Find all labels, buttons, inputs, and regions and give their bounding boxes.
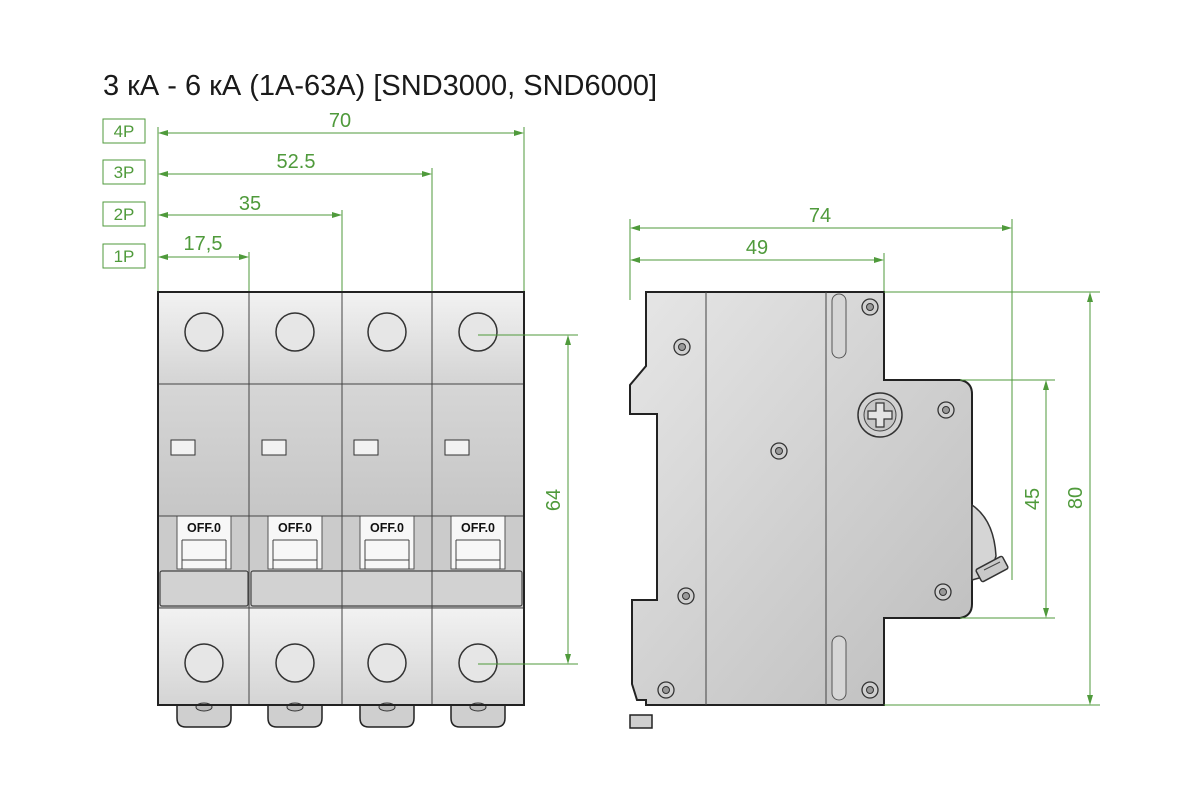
terminal-screw-top-icon: [367, 312, 407, 352]
terminal-screw-bottom-icon: [184, 643, 224, 683]
pole-label-3p: 3P: [114, 163, 135, 182]
side-width-dimensions: 74 49: [629, 205, 1013, 580]
front-width-dimensions: 70 52.5 35 17,5: [157, 110, 525, 292]
dim-width-4p: 70: [329, 110, 351, 132]
din-clip: [629, 714, 653, 729]
terminal-screw-bottom-icon: [367, 643, 407, 683]
side-slot-bottom: [831, 635, 847, 701]
dim-side-partial: 49: [746, 237, 768, 259]
pole-label-1p: 1P: [114, 247, 135, 266]
indicator-window: [444, 439, 470, 456]
toggle-handle-ganged: [250, 570, 523, 607]
terminal-screw-top-icon: [458, 312, 498, 352]
indicator-window: [170, 439, 196, 456]
pole-4: OFF.0: [444, 312, 506, 728]
front-height-dimension: 64: [478, 334, 578, 665]
pole-3: OFF.0: [353, 312, 415, 728]
rivet-icon: [657, 681, 675, 699]
rivet-icon: [770, 442, 788, 460]
dim-side-overall: 74: [809, 205, 831, 227]
side-height-dimensions: 80 45: [884, 291, 1100, 706]
rivet-icon: [861, 298, 879, 316]
side-view-breaker: [629, 291, 1009, 729]
pole-label-4p: 4P: [114, 122, 135, 141]
pole-1: OFF.0: [170, 312, 232, 728]
indicator-window: [261, 439, 287, 456]
terminal-screw-bottom-icon: [458, 643, 498, 683]
dim-height-64: 64: [543, 489, 565, 511]
rivet-icon: [934, 583, 952, 601]
front-view-breaker: OFF.0 OFF.0 OFF.0: [157, 291, 525, 728]
indicator-window: [353, 439, 379, 456]
switch-label-pole-4: OFF.0: [461, 521, 495, 535]
phillips-screw-icon: [857, 392, 903, 438]
rivet-icon: [861, 681, 879, 699]
pole-labels: 4P 3P 2P 1P: [102, 118, 146, 269]
terminal-screw-top-icon: [184, 312, 224, 352]
switch-label-pole-3: OFF.0: [370, 521, 404, 535]
rivet-icon: [677, 587, 695, 605]
dim-width-2p: 35: [239, 193, 261, 215]
dim-width-3p: 52.5: [277, 151, 316, 173]
dim-side-height-inner: 45: [1022, 488, 1044, 510]
pole-2: OFF.0: [261, 312, 323, 728]
pole-label-2p: 2P: [114, 205, 135, 224]
toggle-lever-side: [971, 503, 1009, 583]
rivet-icon: [673, 338, 691, 356]
side-slot-top: [831, 293, 847, 359]
drawing-title: 3 кА - 6 кА (1А-63А) [SND3000, SND6000]: [103, 70, 657, 102]
rivet-icon: [937, 401, 955, 419]
toggle-handle-single: [159, 570, 249, 607]
dim-width-1p: 17,5: [184, 233, 223, 255]
terminal-screw-top-icon: [275, 312, 315, 352]
dim-side-height-overall: 80: [1065, 487, 1087, 509]
switch-label-pole-1: OFF.0: [187, 521, 221, 535]
switch-label-pole-2: OFF.0: [278, 521, 312, 535]
terminal-screw-bottom-icon: [275, 643, 315, 683]
